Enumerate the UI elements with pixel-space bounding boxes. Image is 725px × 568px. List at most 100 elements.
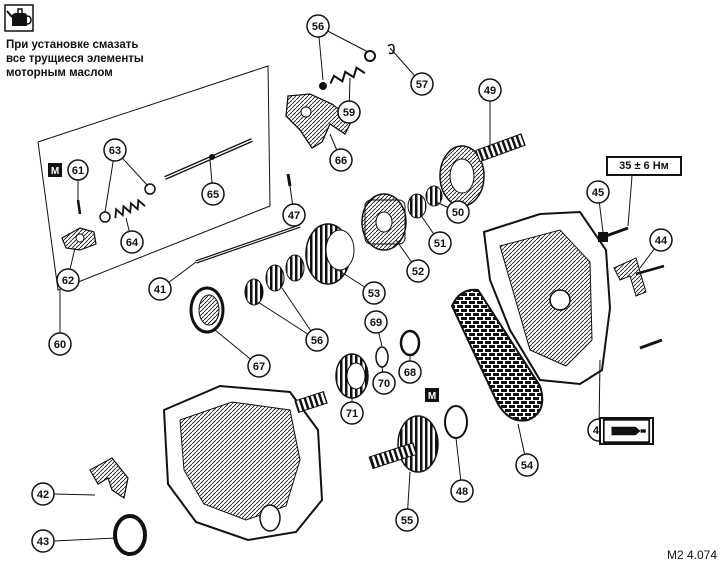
lubrication-note: При установке смазать все трущиеся элеме…	[6, 38, 166, 80]
oil-can-icon	[4, 4, 34, 32]
sleeve-ring-43	[113, 514, 147, 556]
detent-balls-63	[99, 183, 156, 223]
callout-70: 70	[372, 371, 396, 395]
ring-gear-67	[189, 286, 225, 334]
drive-sprocket-53	[305, 223, 355, 285]
callout-69-text: 69	[370, 317, 382, 329]
callout-44-text: 44	[655, 235, 668, 247]
bearing-51	[407, 193, 427, 219]
marker-61: M	[48, 163, 62, 177]
front-output-shaft-49	[439, 133, 526, 207]
drawing-code: M2 4.074	[666, 548, 717, 562]
front-case-half	[162, 384, 328, 542]
shift-rod-65	[164, 138, 253, 180]
callout-54-text: 54	[521, 460, 534, 472]
callout-43: 43	[31, 529, 55, 553]
callout-63: 63	[103, 138, 127, 162]
retaining-clip-57	[387, 43, 395, 55]
callout-45-text: 45	[592, 187, 604, 199]
callout-56-bottom: 56	[305, 328, 329, 352]
marker-70: M	[425, 388, 439, 402]
callout-68-text: 68	[404, 367, 416, 379]
callout-69: 69	[364, 310, 388, 334]
callout-53: 53	[362, 281, 386, 305]
note-line-3: моторным маслом	[6, 67, 113, 79]
callout-67-text: 67	[253, 361, 265, 373]
marker-70-text: M	[428, 391, 436, 402]
oil-seal-ring-48	[444, 405, 468, 439]
callout-57: 57	[410, 72, 434, 96]
callout-48: 48	[450, 479, 474, 503]
callout-52-text: 52	[412, 266, 424, 278]
thrust-washer-68	[399, 329, 421, 357]
bearing-50	[425, 185, 443, 207]
callout-71: 71	[340, 401, 364, 425]
callout-52: 52	[406, 259, 430, 283]
callout-56-top-text: 56	[312, 21, 324, 33]
callout-56-top: 56	[306, 14, 330, 38]
rear-case-half	[482, 210, 612, 386]
note-line-1: При установке смазать	[6, 39, 139, 51]
callout-47-text: 47	[288, 210, 300, 222]
callout-70-text: 70	[378, 378, 390, 390]
roll-pin-61	[76, 199, 82, 215]
pin-47	[286, 173, 292, 187]
callout-62: 62	[56, 268, 80, 292]
bolt-45	[598, 226, 629, 242]
bracket-44	[613, 257, 665, 297]
differential-carrier-52	[361, 193, 407, 251]
callout-62-text: 62	[62, 275, 74, 287]
sealant-tube-icon	[599, 417, 654, 445]
callout-50-text: 50	[452, 207, 464, 219]
range-fork-66	[285, 93, 353, 149]
drive-chain-54	[450, 288, 544, 422]
note-line-2: все трущиеся элементы	[6, 53, 144, 65]
callout-53-text: 53	[368, 288, 380, 300]
callout-48-text: 48	[456, 486, 468, 498]
callout-63-text: 63	[109, 145, 121, 157]
callout-67: 67	[247, 354, 271, 378]
callout-50: 50	[446, 200, 470, 224]
callout-47: 47	[282, 203, 306, 227]
mode-fork-rail-41	[195, 224, 301, 264]
callout-60-text: 60	[54, 339, 66, 351]
callout-66-text: 66	[335, 155, 347, 167]
callout-64: 64	[120, 230, 144, 254]
torque-spec-box: 35 ± 6 Нм	[606, 156, 682, 176]
input-shaft-55	[368, 415, 439, 473]
shift-fork-42	[89, 457, 129, 499]
callout-68: 68	[398, 360, 422, 384]
callout-55-text: 55	[401, 515, 413, 527]
callout-42: 42	[31, 482, 55, 506]
callout-65: 65	[201, 182, 225, 206]
callout-49: 49	[478, 78, 502, 102]
callout-64-text: 64	[126, 237, 139, 249]
callout-45: 45	[586, 180, 610, 204]
spring-59	[329, 66, 366, 84]
callout-51-text: 51	[434, 238, 446, 250]
caps-56	[319, 50, 376, 90]
shift-lug-62	[61, 227, 97, 251]
callout-57-text: 57	[416, 79, 428, 91]
callout-41-text: 41	[154, 284, 166, 296]
snap-ring-70	[375, 346, 389, 368]
callout-65-text: 65	[207, 189, 219, 201]
callout-60: 60	[48, 332, 72, 356]
shift-assembly-outline	[37, 65, 271, 291]
callout-43-text: 43	[37, 536, 49, 548]
callout-49-text: 49	[484, 85, 496, 97]
callout-59: 59	[337, 100, 361, 124]
bolt-46	[639, 338, 663, 350]
callout-59-text: 59	[343, 107, 355, 119]
callout-61: 61	[67, 159, 89, 181]
callout-56-bottom-text: 56	[311, 335, 323, 347]
callout-61-text: 61	[72, 165, 84, 177]
callout-71-text: 71	[346, 408, 358, 420]
marker-61-text: M	[51, 166, 59, 177]
detent-spring-64	[114, 198, 146, 219]
needle-bearings-56	[244, 254, 305, 306]
callout-54: 54	[515, 453, 539, 477]
clutch-sleeve-71	[335, 353, 369, 399]
callout-44: 44	[649, 228, 673, 252]
callout-66: 66	[329, 148, 353, 172]
